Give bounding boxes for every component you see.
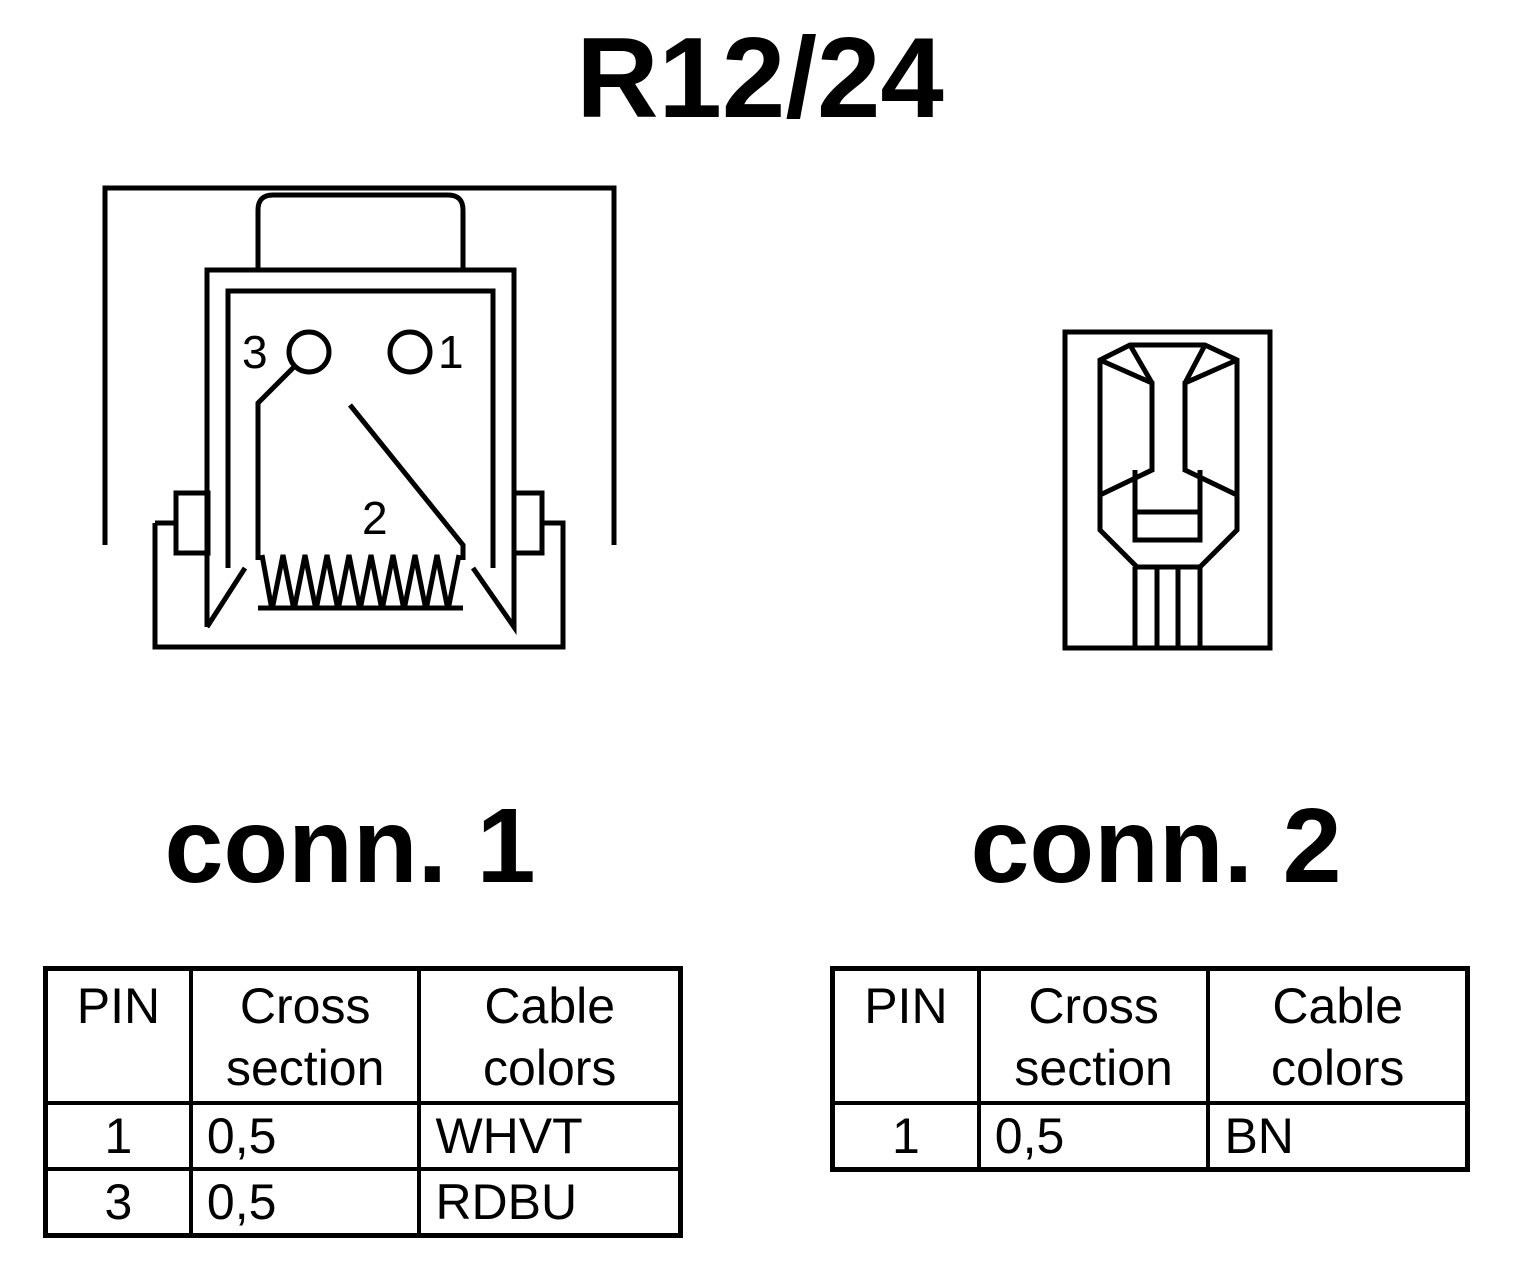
conn2-cable [1132, 567, 1203, 648]
conn1-wire-3 [255, 365, 296, 560]
conn1-wire-2 [348, 403, 466, 560]
table-row: 1 0,5 BN [830, 1101, 1470, 1172]
diagram-title: R12/24 [576, 15, 944, 142]
cable-colors-header: Cable colors [1206, 966, 1470, 1105]
cable-color-cell: BN [1206, 1101, 1470, 1172]
cross-section-cell: 0,5 [976, 1101, 1211, 1172]
table-header-row: PIN Cross section Cable colors [43, 966, 683, 1105]
pin-cell: 1 [43, 1101, 193, 1171]
cross-section-header: Cross section [188, 966, 422, 1105]
cross-section-cell: 0,5 [188, 1167, 422, 1238]
conn2-housing [1062, 329, 1273, 651]
conn1-pin-label-3: 3 [242, 326, 268, 378]
conn2-center-stem [1132, 470, 1203, 515]
conn1-pin-label-2: 2 [362, 492, 388, 544]
connector-2-drawing [1062, 329, 1273, 651]
conn1-frame-outer [204, 267, 517, 635]
conn2-left-wing [1098, 357, 1155, 498]
conn1-pin-label-1: 1 [438, 326, 464, 378]
conn1-spring [259, 554, 462, 611]
pin-header: PIN [43, 966, 193, 1105]
cable-color-cell: RDBU [417, 1167, 683, 1238]
conn2-right-wing [1182, 357, 1239, 498]
cross-section-cell: 0,5 [188, 1101, 422, 1171]
conn1-pin-1-hole [387, 329, 433, 375]
pin-cell: 1 [830, 1101, 981, 1172]
connector-1-pin-table: PIN Cross section Cable colors 1 0,5 WHV… [43, 966, 683, 1238]
conn1-pin-3-hole [286, 329, 332, 375]
connector-2-pin-table: PIN Cross section Cable colors 1 0,5 BN [830, 966, 1470, 1172]
cross-section-header: Cross section [976, 966, 1211, 1105]
table-header-row: PIN Cross section Cable colors [830, 966, 1470, 1105]
connector-1-label: conn. 1 [164, 787, 536, 905]
conn1-base [152, 520, 566, 650]
cable-color-cell: WHVT [417, 1101, 683, 1171]
cable-colors-header: Cable colors [417, 966, 683, 1105]
conn1-outer-housing [102, 185, 617, 545]
pin-cell: 3 [43, 1167, 193, 1238]
conn2-plug-body [1097, 342, 1240, 570]
conn1-right-latch [511, 490, 545, 556]
pin-header: PIN [830, 966, 981, 1105]
conn1-left-latch [173, 490, 211, 556]
connector-1-drawing: 3 1 2 [102, 185, 1273, 651]
table-row: 3 0,5 RDBU [43, 1167, 683, 1238]
conn1-frame-inner [225, 288, 496, 568]
conn1-top-tab [255, 192, 466, 268]
table-row: 1 0,5 WHVT [43, 1101, 683, 1171]
connector-2-label: conn. 2 [970, 787, 1342, 905]
